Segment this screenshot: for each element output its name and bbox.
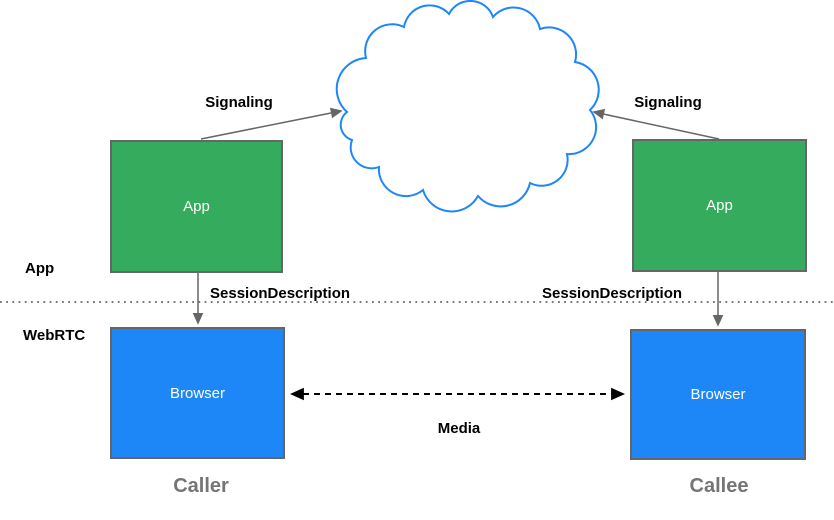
signaling-label-left: Signaling xyxy=(205,94,273,111)
webrtc-layer-label: WebRTC xyxy=(23,327,86,344)
callee-label: Callee xyxy=(689,475,749,497)
app-node-left-label: App xyxy=(183,198,210,215)
browser-node-left-label: Browser xyxy=(169,384,225,402)
media-label: Media xyxy=(437,420,481,437)
app-layer-label: App xyxy=(25,260,55,277)
browser-node-left: Browser xyxy=(110,327,285,459)
signaling-arrow-left xyxy=(200,107,343,140)
app-node-right: App xyxy=(632,139,807,272)
app-node-left: App xyxy=(110,140,283,273)
app-node-right-label: App xyxy=(706,197,733,214)
signaling-label-right: Signaling xyxy=(634,94,702,111)
browser-node-right-label: Browser xyxy=(690,386,746,403)
session-description-label-right: SessionDescription xyxy=(542,285,683,302)
session-description-label-left: SessionDescription xyxy=(210,285,351,302)
signaling-cloud-icon xyxy=(335,0,600,213)
browser-node-right: Browser xyxy=(630,329,806,460)
caller-label: Caller xyxy=(173,475,229,497)
signaling-arrow-right xyxy=(592,108,720,140)
